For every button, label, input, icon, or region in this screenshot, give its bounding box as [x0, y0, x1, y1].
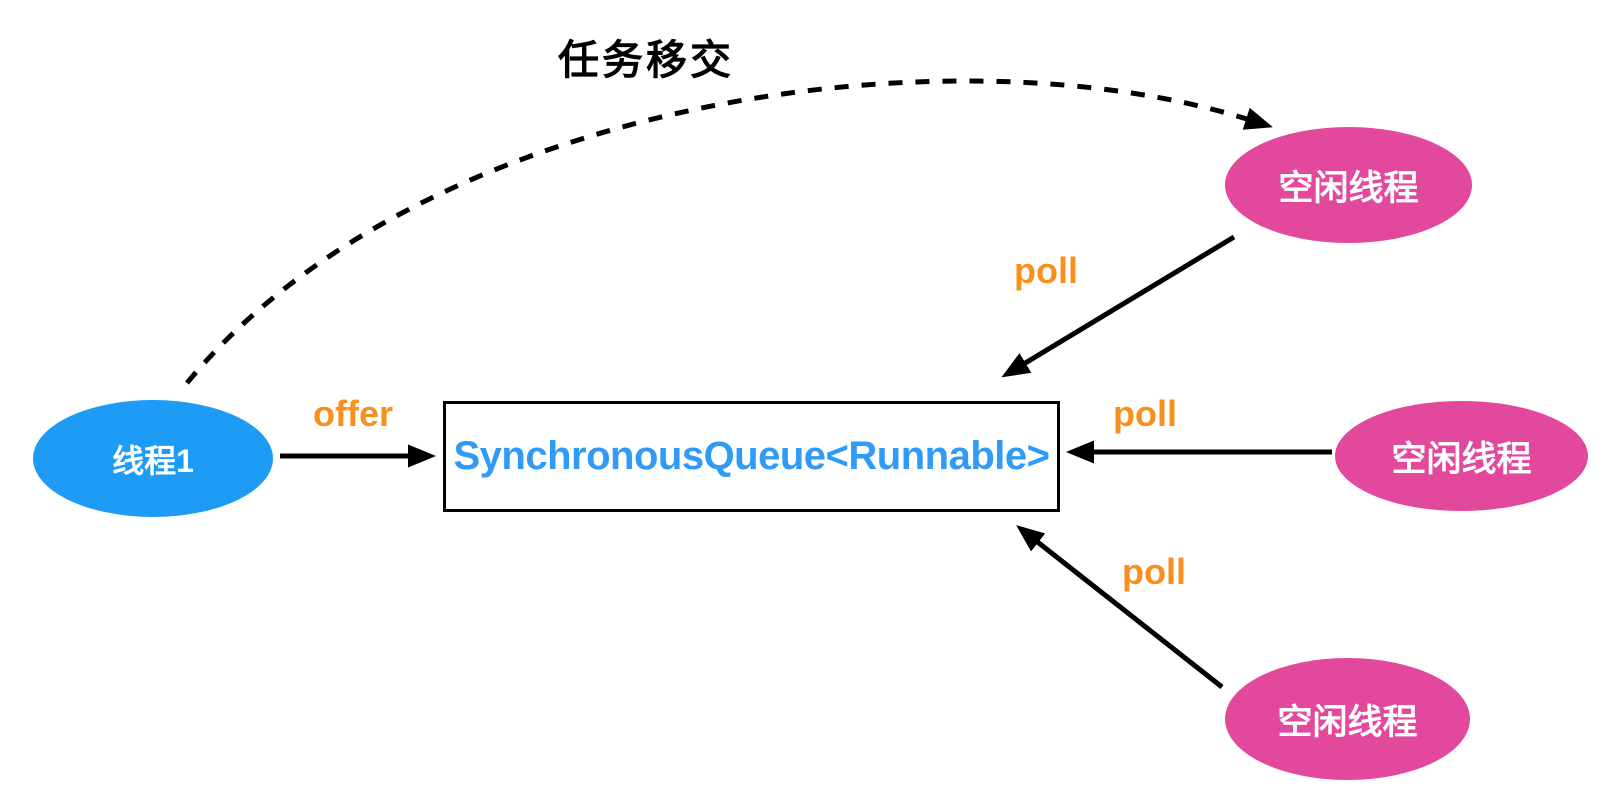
poll-arrow-bottom — [1016, 525, 1224, 689]
node-idle-thread-bottom-label: 空闲线程 — [1277, 702, 1418, 742]
poll-edge-label-middle: poll — [1113, 393, 1177, 434]
node-thread1: 线程1 — [33, 400, 273, 517]
node-idle-thread-middle: 空闲线程 — [1335, 401, 1588, 511]
poll-edge-label-top: poll — [1014, 250, 1078, 291]
node-idle-thread-middle-label: 空闲线程 — [1391, 439, 1532, 479]
node-idle-thread-bottom: 空闲线程 — [1225, 658, 1470, 780]
poll-arrow-top — [1001, 234, 1236, 378]
handoff-arrow-dashed — [185, 78, 1273, 385]
poll-edge-label-bottom: poll — [1122, 551, 1186, 592]
node-synchronous-queue-label: SynchronousQueue<Runnable> — [453, 434, 1050, 478]
handoff-edge-label: 任务移交 — [558, 37, 734, 83]
node-synchronous-queue: SynchronousQueue<Runnable> — [443, 401, 1060, 512]
node-idle-thread-top: 空闲线程 — [1225, 127, 1472, 243]
node-idle-thread-top-label: 空闲线程 — [1278, 168, 1419, 208]
node-thread1-label: 线程1 — [112, 442, 194, 479]
offer-edge-label: offer — [313, 393, 393, 434]
